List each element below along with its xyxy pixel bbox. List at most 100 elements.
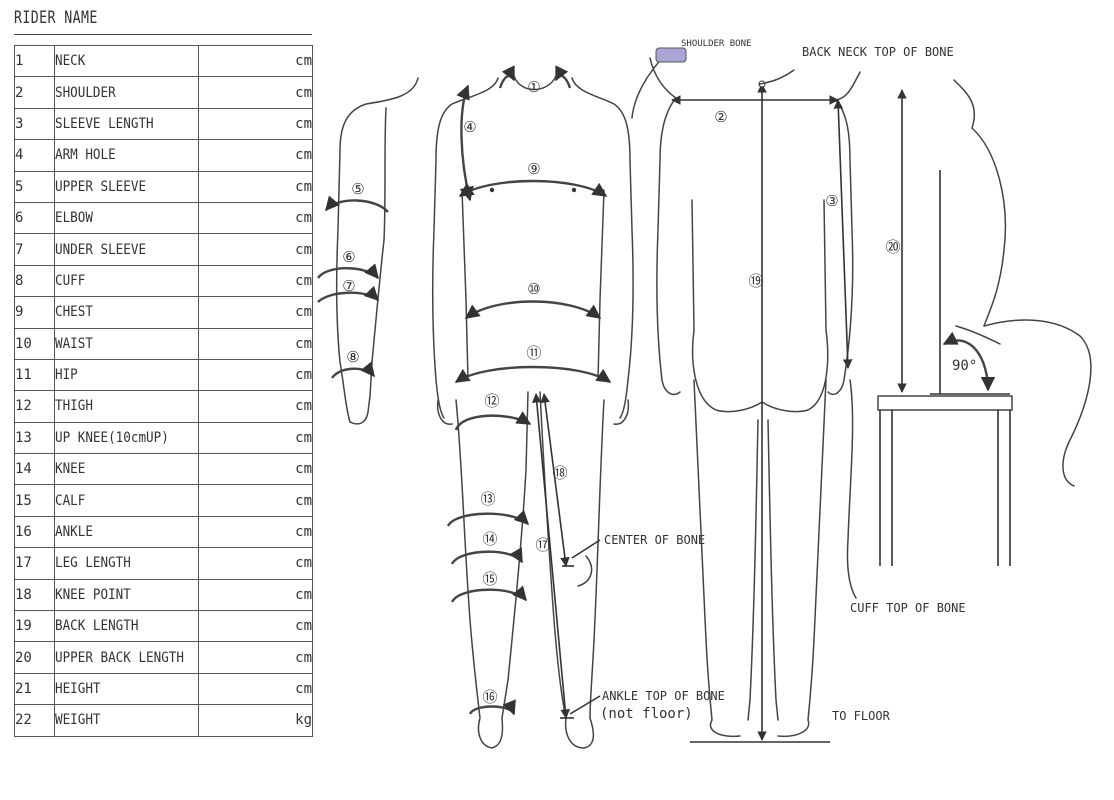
measurement-label: WEIGHT — [53, 704, 200, 737]
cuff-top-label: CUFF TOP OF BONE — [850, 601, 966, 615]
marker-17: ⑰ — [535, 536, 550, 554]
seated-figure: ⑳ 90° — [877, 79, 1092, 566]
measurement-label: LEG LENGTH — [53, 547, 200, 580]
marker-10: ⑩ — [527, 280, 540, 298]
measurement-label: HEIGHT — [53, 672, 200, 706]
marker-19: ⑲ — [748, 272, 763, 290]
arm-figure: ⑤ ⑥ ⑦ ⑧ — [317, 77, 419, 425]
measurement-number: 18 — [14, 578, 55, 612]
measurement-number: 19 — [14, 610, 55, 643]
marker-5: ⑤ — [351, 180, 364, 198]
measurement-number: 15 — [14, 484, 55, 517]
angle-90-label: 90° — [952, 358, 977, 374]
measurement-value-field[interactable]: cm — [198, 484, 313, 517]
measurement-label: SHOULDER — [53, 76, 200, 109]
rider-name-line — [14, 34, 312, 35]
back-neck-label: BACK NECK TOP OF BONE — [802, 45, 954, 59]
measurement-value-field[interactable]: cm — [198, 390, 313, 423]
measurement-label: UPPER SLEEVE — [53, 170, 200, 203]
shoulder-bone-label: SHOULDER BONE — [681, 39, 751, 49]
marker-16: ⑯ — [482, 688, 497, 706]
measurement-label: KNEE POINT — [53, 578, 200, 612]
measurement-label: CALF — [53, 484, 200, 517]
shoulder-bone-highlight — [655, 47, 687, 63]
not-floor-label: (not floor) — [600, 706, 693, 722]
ankle-top-label: ANKLE TOP OF BONE — [602, 689, 725, 703]
measurement-number: 2 — [14, 76, 55, 109]
measurement-number: 3 — [14, 107, 55, 141]
center-of-bone-label: CENTER OF BONE — [604, 533, 705, 547]
measurement-label: ARM HOLE — [53, 139, 200, 172]
measurement-value-field[interactable]: cm — [198, 578, 313, 612]
measurement-number: 9 — [14, 296, 55, 329]
marker-6: ⑥ — [342, 248, 355, 266]
measurement-value-field[interactable]: cm — [198, 327, 313, 360]
measurement-label: HIP — [53, 358, 200, 392]
marker-9: ⑨ — [527, 160, 540, 178]
measurement-value-field[interactable]: cm — [198, 201, 313, 235]
marker-8: ⑧ — [346, 348, 359, 366]
measurement-label: KNEE — [53, 453, 200, 486]
measurement-number: 12 — [14, 390, 55, 423]
to-floor-label: TO FLOOR — [832, 709, 891, 723]
measurement-label: UP KNEE(10cmUP) — [53, 421, 200, 455]
measurement-value-field[interactable]: cm — [198, 139, 313, 172]
marker-3: ③ — [825, 192, 838, 210]
marker-11: ⑪ — [526, 344, 541, 362]
marker-4: ④ — [463, 118, 476, 136]
measurement-label: BACK LENGTH — [53, 610, 200, 643]
marker-14: ⑭ — [482, 530, 497, 548]
measurement-label: THIGH — [53, 390, 200, 423]
marker-7: ⑦ — [342, 277, 355, 295]
measurement-label: CUFF — [53, 264, 200, 298]
marker-2: ② — [714, 108, 727, 126]
measurement-number: 21 — [14, 672, 55, 706]
marker-15: ⑮ — [482, 570, 497, 588]
measurement-value-field[interactable]: kg — [198, 704, 313, 737]
measurement-value-field[interactable]: cm — [198, 421, 313, 455]
back-figure: SHOULDER BONE BACK NECK TOP OF BONE ② ③ … — [631, 39, 966, 743]
marker-13: ⑬ — [480, 490, 495, 508]
measurement-number: 4 — [14, 139, 55, 172]
measurement-label: NECK — [53, 44, 200, 78]
measurement-number: 5 — [14, 170, 55, 203]
front-figure: ① ④ ⑨ ⑩ ⑪ ⑫ ⑬ ⑭ ⑮ ⑯ ⑰ ⑱ CENTER OF BONE A… — [431, 65, 725, 749]
measurement-value-field[interactable]: cm — [198, 453, 313, 486]
marker-1: ① — [527, 78, 540, 96]
marker-20: ⑳ — [885, 238, 900, 256]
rider-name-label: RIDER NAME — [14, 8, 98, 28]
measurement-number: 6 — [14, 201, 55, 235]
measurement-number: 17 — [14, 547, 55, 580]
measurement-value-field[interactable]: cm — [198, 296, 313, 329]
measurement-value-field[interactable]: cm — [198, 610, 313, 643]
measurement-number: 1 — [14, 44, 55, 78]
measurement-value-field[interactable]: cm — [198, 358, 313, 392]
measurement-label: UNDER SLEEVE — [53, 233, 200, 266]
marker-12: ⑫ — [484, 392, 499, 410]
measurement-label: WAIST — [53, 327, 200, 360]
measurement-value-field[interactable]: cm — [198, 170, 313, 203]
marker-18: ⑱ — [552, 464, 567, 482]
measurement-label: ANKLE — [53, 515, 200, 549]
measurement-number: 13 — [14, 421, 55, 455]
measurement-value-field[interactable]: cm — [198, 264, 313, 298]
measurement-label: ELBOW — [53, 201, 200, 235]
